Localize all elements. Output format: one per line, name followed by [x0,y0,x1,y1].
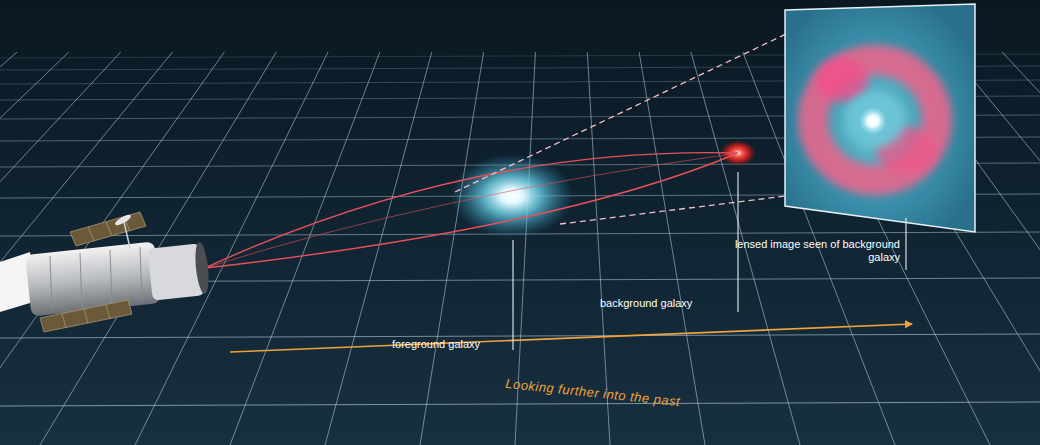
leader-line [513,240,514,350]
leader-line [906,218,907,270]
grid-line [0,52,17,445]
grid-line [0,52,173,445]
light-ray [205,153,738,268]
apparent-ray [455,34,786,192]
callout-label: lensed image seen of background galaxy [724,238,900,264]
apparent-ray [560,196,786,224]
time-arrow [230,324,912,352]
grid-line [1002,52,1040,445]
grid-line [639,52,705,445]
callout-label: background galaxy [600,297,692,310]
callout-label: foreground galaxy [392,338,480,351]
grid-line [0,52,69,445]
grid-line [420,52,484,445]
grid-line [0,52,224,445]
foreground-galaxy [450,154,574,238]
grid-line [40,52,276,445]
grid-line [325,52,432,445]
grid-line [135,52,328,445]
light-ray [205,153,738,268]
lensed-image-panel [785,4,975,232]
perspective-grid [0,52,1040,445]
space-telescope [0,212,211,332]
light-ray [205,153,738,268]
grid-line [0,334,1040,338]
